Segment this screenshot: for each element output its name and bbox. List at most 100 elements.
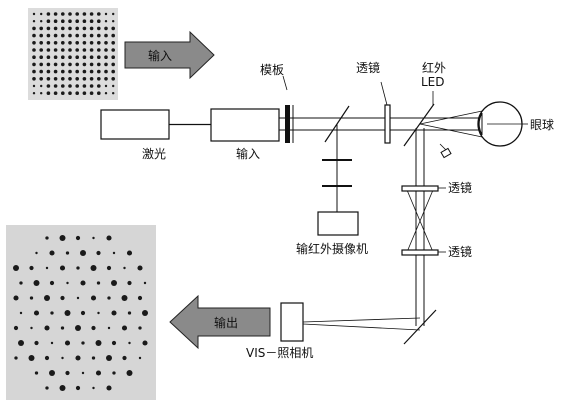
pattern-dot (14, 356, 18, 360)
pattern-dot (97, 48, 101, 52)
pattern-dot (50, 341, 54, 345)
pattern-dot (106, 265, 112, 271)
pattern-dot (96, 281, 101, 285)
pattern-dot (111, 340, 117, 346)
pattern-dot (75, 84, 79, 88)
pattern-dot (75, 19, 79, 24)
pattern-dot (137, 295, 143, 301)
pattern-dot (68, 69, 72, 74)
pattern-dot (75, 48, 79, 52)
pattern-dot (97, 41, 101, 45)
pattern-dot (61, 84, 65, 88)
pattern-dot (111, 280, 117, 286)
pattern-dot (64, 310, 71, 316)
pattern-dot (35, 251, 38, 255)
pattern-dot (29, 296, 34, 300)
pattern-dot (97, 19, 101, 24)
input-arrow-shape (124, 30, 215, 80)
pattern-dot (111, 55, 115, 59)
pattern-dot (61, 33, 65, 38)
pattern-dot (104, 33, 108, 38)
red-infrared-label: 红外 (422, 60, 446, 75)
pattern-dot (61, 12, 65, 16)
pattern-dot (75, 62, 79, 67)
pattern-dot (34, 371, 39, 375)
pattern-dot (68, 91, 72, 95)
output-pattern-dots (13, 235, 148, 391)
pattern-dot (13, 295, 19, 301)
pattern-dot (82, 55, 87, 59)
pattern-dot (39, 41, 43, 45)
pattern-dot (91, 356, 96, 360)
pattern-dot (142, 340, 148, 346)
pattern-dot (33, 310, 40, 316)
template-plate (285, 105, 290, 143)
pattern-dot (18, 340, 24, 346)
ir-camera-label: 输红外摄像机 (296, 241, 368, 256)
vis-camera-box (280, 302, 304, 342)
pattern-dot (32, 62, 36, 67)
pattern-dot (82, 69, 87, 74)
pattern-dot (32, 48, 36, 52)
pattern-dot (61, 19, 65, 24)
pattern-dot (111, 310, 117, 316)
pattern-dot (80, 310, 86, 316)
pattern-dot (49, 280, 55, 286)
pattern-dot (46, 69, 51, 74)
pattern-dot (104, 48, 108, 52)
pattern-dot (75, 355, 81, 361)
pattern-dot (123, 266, 126, 270)
pattern-dot (75, 12, 79, 16)
crossing-ray-2 (406, 189, 434, 253)
pattern-dot (104, 92, 108, 95)
pattern-dot (112, 84, 115, 88)
pattern-dot (65, 251, 70, 255)
input-pattern-dots (32, 12, 115, 95)
beam-splitter-2 (403, 103, 435, 147)
pattern-dot (75, 69, 79, 74)
pattern-dot (97, 311, 100, 315)
pattern-dot (89, 41, 94, 45)
pattern-dot (80, 280, 86, 286)
pattern-dot (53, 62, 58, 67)
pattern-dot (89, 48, 94, 52)
pattern-dot (44, 295, 50, 301)
pattern-dot (81, 371, 85, 375)
pattern-dot (60, 295, 65, 301)
pattern-dot (97, 33, 101, 38)
pattern-dot (111, 62, 115, 67)
pattern-dot (46, 48, 51, 52)
pattern-dot (46, 19, 51, 24)
pattern-dot (29, 265, 34, 271)
pattern-dot (46, 12, 51, 16)
template-pointer (282, 75, 288, 91)
pattern-dot (97, 26, 101, 31)
vis-camera-label: VIS－照相机 (246, 346, 313, 360)
pattern-dot (61, 91, 65, 95)
pattern-dot (46, 26, 51, 31)
pattern-dot (127, 280, 132, 286)
pattern-dot (39, 77, 43, 81)
pattern-dot (75, 91, 79, 95)
output-arrow: 输出 (169, 294, 271, 350)
pattern-dot (19, 311, 23, 315)
pattern-dot (89, 55, 94, 59)
pattern-dot (53, 55, 58, 59)
template-label: 模板 (260, 63, 284, 77)
led-lead (439, 143, 447, 151)
pattern-dot (106, 235, 112, 241)
pattern-dot (53, 41, 58, 45)
pattern-dot (89, 91, 94, 95)
pattern-dot (95, 340, 102, 346)
pattern-dot (40, 84, 43, 88)
pattern-dot (59, 265, 66, 271)
pattern-dot (53, 26, 58, 31)
pattern-dot (32, 92, 36, 95)
pattern-dot (82, 26, 87, 31)
pattern-dot (53, 48, 58, 52)
top-lens-label: 透镜 (356, 60, 380, 75)
pattern-dot (89, 26, 94, 31)
pattern-dot (30, 326, 33, 330)
pattern-dot (68, 12, 72, 16)
pattern-dot (19, 281, 23, 285)
